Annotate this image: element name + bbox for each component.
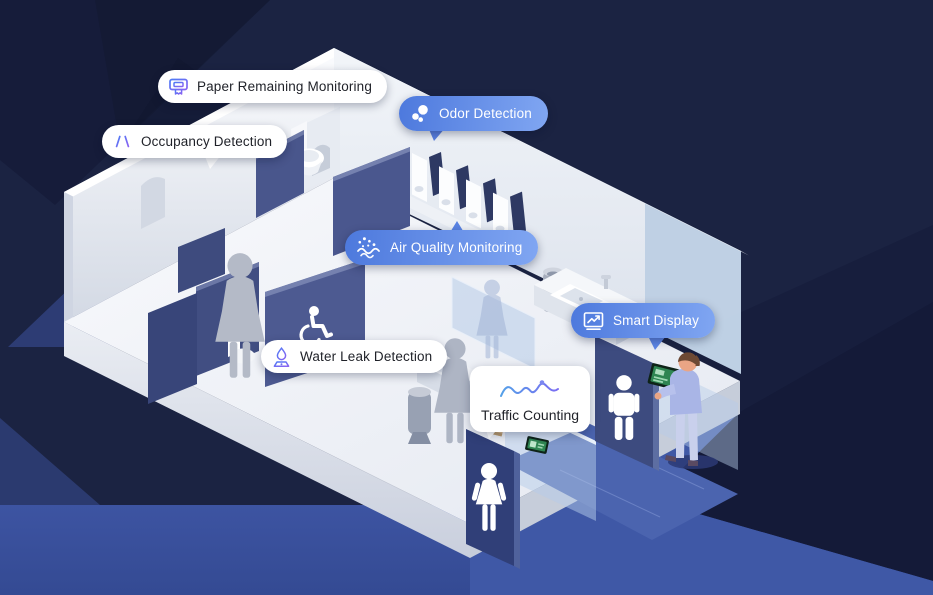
traffic-counter-display — [525, 436, 549, 454]
paper-dispenser-icon — [168, 76, 189, 97]
chart-display-icon — [582, 309, 605, 332]
air-particles-icon — [356, 236, 382, 259]
callout-label: Smart Display — [613, 313, 699, 328]
callout-label: Odor Detection — [439, 106, 532, 121]
callout-odor[interactable]: Odor Detection — [399, 96, 548, 131]
entrance-area — [466, 336, 738, 569]
trash-bin — [408, 387, 431, 444]
women-restroom-sign — [466, 429, 520, 569]
callout-air-quality[interactable]: Air Quality Monitoring — [345, 230, 539, 265]
callout-traffic-counting[interactable]: Traffic Counting — [470, 366, 591, 432]
men-restroom-sign — [595, 336, 659, 471]
callout-paper-remaining[interactable]: Paper Remaining Monitoring — [158, 70, 387, 103]
callout-label: Air Quality Monitoring — [390, 240, 523, 255]
person-man-with-display — [654, 352, 718, 469]
trend-line-icon — [498, 375, 562, 404]
water-leak-sensor-icon — [271, 346, 292, 368]
odor-bubbles-icon — [410, 103, 431, 124]
callout-occupancy[interactable]: Occupancy Detection — [102, 125, 288, 158]
back-left-wall — [64, 48, 334, 322]
callout-water-leak[interactable]: Water Leak Detection — [261, 340, 448, 373]
callout-label: Occupancy Detection — [141, 134, 273, 149]
callout-label: Paper Remaining Monitoring — [197, 79, 372, 94]
urinal-row — [406, 152, 526, 263]
occupancy-sensor-icon — [112, 131, 133, 152]
walkway — [470, 412, 933, 595]
callout-smart-display[interactable]: Smart Display — [571, 303, 715, 338]
callout-label: Traffic Counting — [481, 407, 580, 423]
callout-label: Water Leak Detection — [300, 349, 433, 364]
